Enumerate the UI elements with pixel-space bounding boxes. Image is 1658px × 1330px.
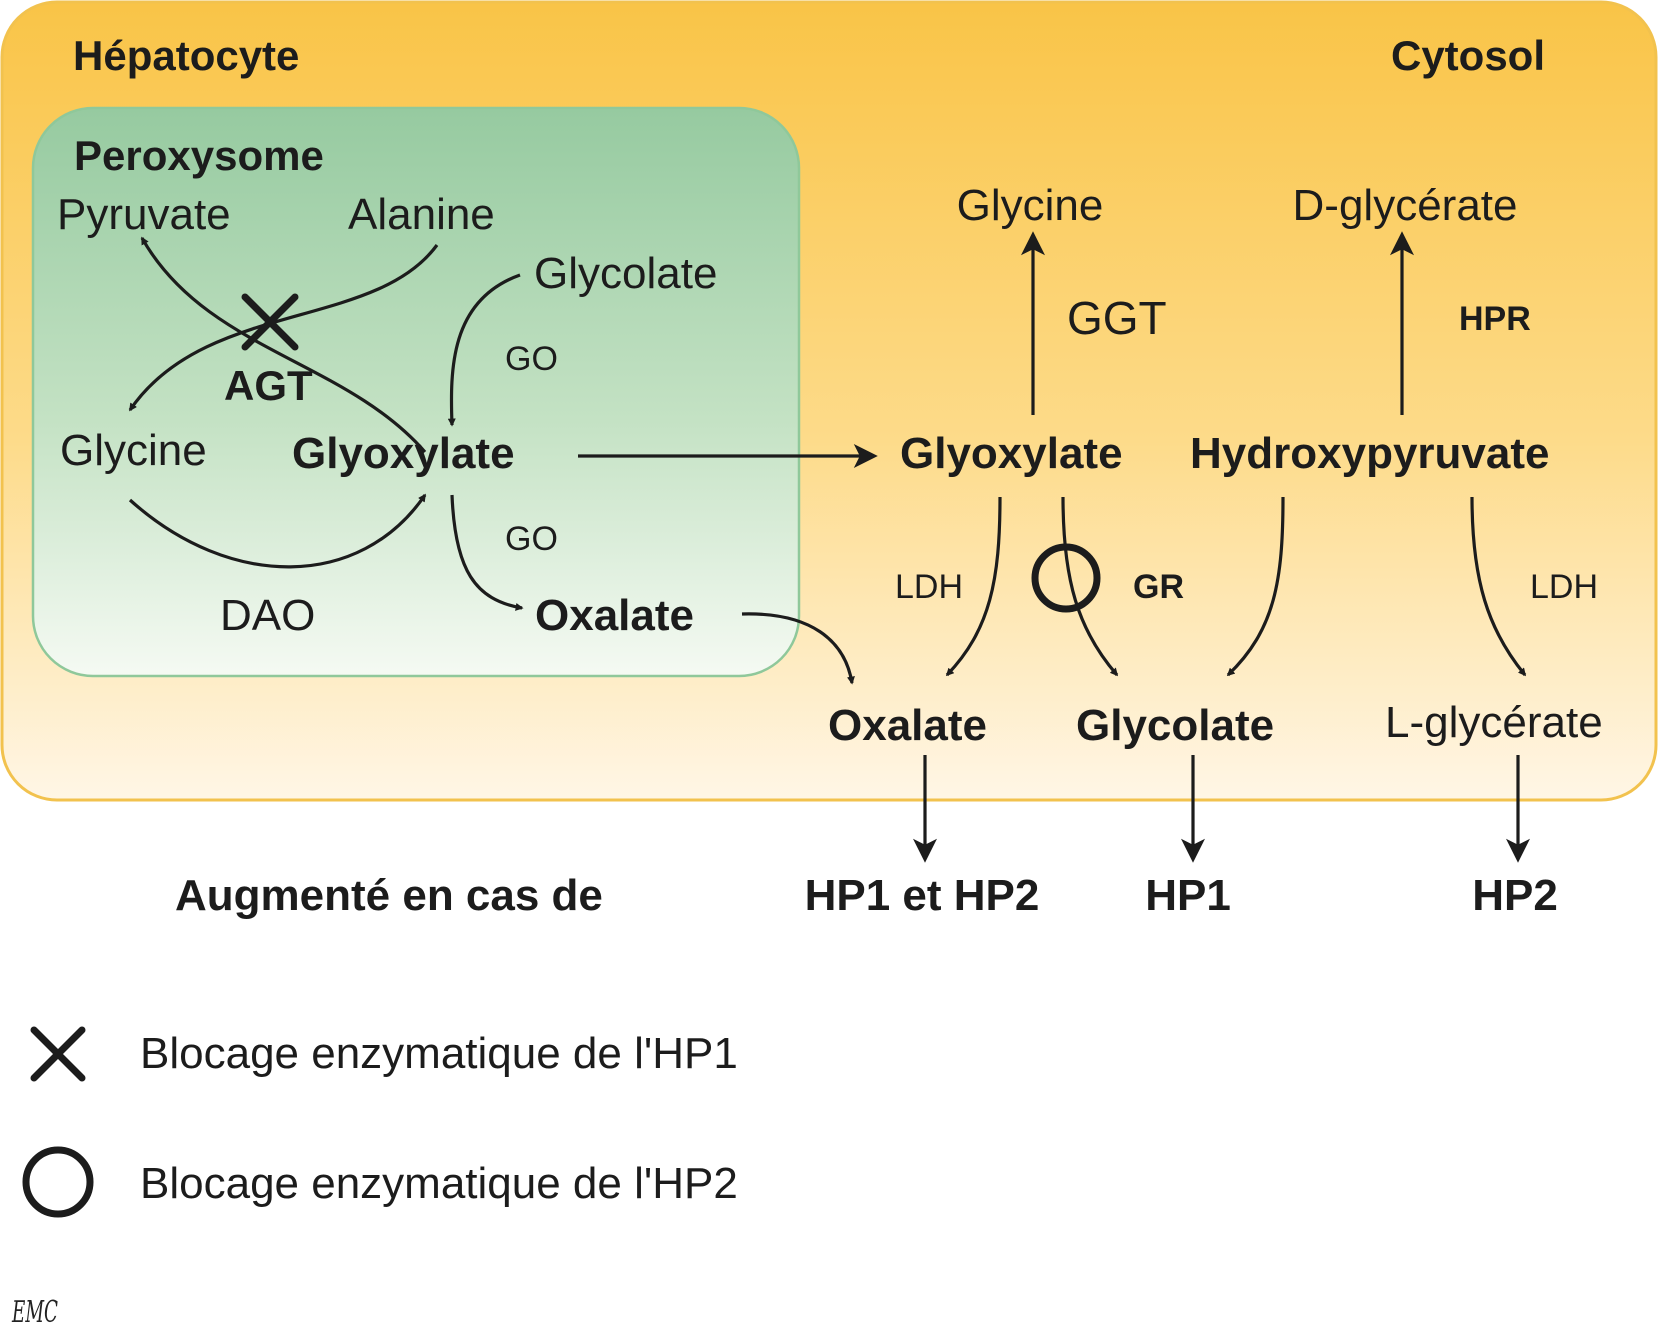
arrow-glycolate-to-glyoxylate	[447, 273, 521, 427]
glycine-cytosol-label: Glycine	[957, 181, 1104, 230]
cell-title: Hépatocyte	[73, 32, 299, 79]
arrow-glyoxylate-to-oxalate-go	[450, 494, 524, 611]
hpr-enzyme-label: HPR	[1459, 300, 1531, 338]
arrow-hydroxypyruvate-to-l-glycerate-ldh	[1470, 496, 1527, 677]
gr-block-circle-icon	[1031, 543, 1101, 613]
ggt-enzyme-label: GGT	[1067, 292, 1167, 344]
outcome-glycolate: HP1	[1145, 871, 1231, 920]
outcome-l-glycerate: HP2	[1472, 871, 1558, 920]
arrow-oxalate-to-cytosol-oxalate	[741, 612, 855, 685]
arrow-alanine-to-glycine	[128, 244, 439, 412]
agt-enzyme-label: AGT	[224, 362, 313, 409]
go-enzyme-label-top: GO	[505, 340, 558, 378]
increased-in-label: Augmenté en cas de	[175, 871, 603, 920]
legend-circle-label: Blocage enzymatique de l'HP2	[140, 1159, 738, 1208]
glycolate-peroxysome-label: Glycolate	[534, 249, 717, 298]
arrow-agt-to-pyruvate	[140, 236, 427, 454]
peroxysome-title: Peroxysome	[74, 132, 324, 179]
d-glycerate-label: D-glycérate	[1293, 181, 1518, 230]
emc-logo: EMC	[11, 1295, 58, 1330]
legend-cross-icon	[30, 1026, 86, 1082]
arrow-glyoxylate-to-glycolate-gr	[1061, 496, 1119, 677]
arrow-glyoxylate-to-oxalate-ldh	[945, 496, 1002, 677]
arrow-glycine-to-glyoxylate-dao	[128, 493, 427, 569]
ldh-enzyme-label-right: LDH	[1530, 568, 1598, 606]
arrow-hydroxypyruvate-to-glycolate	[1226, 496, 1285, 677]
gr-enzyme-label: GR	[1133, 568, 1184, 606]
alanine-label: Alanine	[348, 190, 495, 239]
hydroxypyruvate-label: Hydroxypyruvate	[1190, 429, 1549, 478]
glyoxylate-peroxysome-label: Glyoxylate	[292, 429, 515, 478]
oxalate-cytosol-label: Oxalate	[828, 701, 987, 750]
cytosol-title: Cytosol	[1391, 32, 1545, 79]
agt-block-cross-icon	[241, 293, 299, 351]
legend-circle-icon	[22, 1146, 94, 1218]
pyruvate-label: Pyruvate	[57, 190, 231, 239]
dao-enzyme-label: DAO	[220, 591, 315, 640]
glycolate-cytosol-label: Glycolate	[1076, 701, 1274, 750]
go-enzyme-label-bottom: GO	[505, 520, 558, 558]
legend-cross-label: Blocage enzymatique de l'HP1	[140, 1029, 738, 1078]
oxalate-peroxysome-label: Oxalate	[535, 591, 694, 640]
ldh-enzyme-label-left: LDH	[895, 568, 963, 606]
l-glycerate-label: L-glycérate	[1385, 698, 1603, 747]
outcome-oxalate: HP1 et HP2	[805, 871, 1040, 920]
glyoxylate-cytosol-label: Glyoxylate	[900, 429, 1123, 478]
peroxysome-region	[31, 106, 801, 678]
glycine-peroxysome-label: Glycine	[60, 426, 207, 475]
